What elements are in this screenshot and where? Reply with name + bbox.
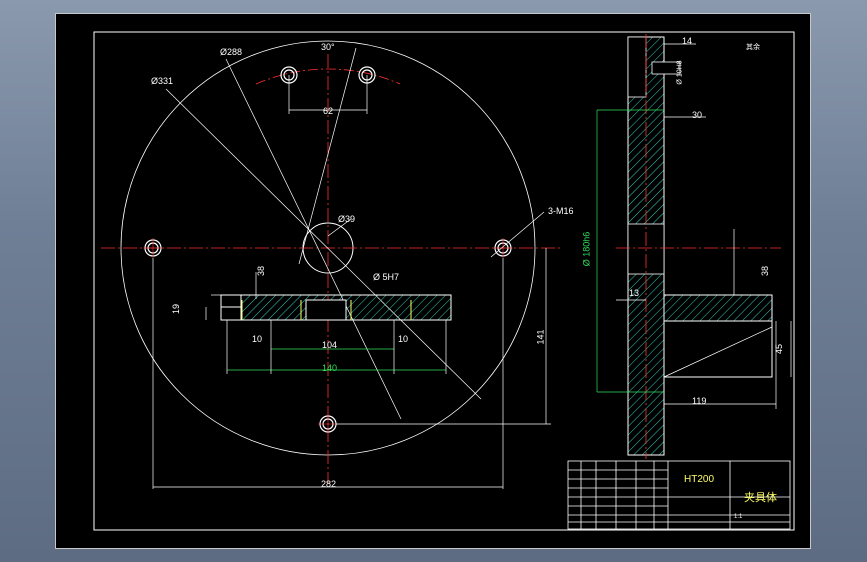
side-view [596, 34, 792, 459]
section-profile [220, 294, 452, 321]
dim-angle30: 30° [321, 42, 335, 52]
dim-10b: 10 [398, 334, 409, 344]
bolt-arc [255, 68, 401, 85]
dim-62: 62 [323, 106, 334, 116]
dim-10a: 10 [252, 334, 263, 344]
scale-label: 1:1 [734, 514, 743, 520]
side-dim-45: 45 [774, 343, 785, 355]
title-block [567, 460, 791, 530]
dim-282: 282 [321, 479, 337, 489]
dim-104: 104 [322, 340, 338, 350]
side-dim-14: 14 [682, 36, 693, 46]
dim-d39: Ø39 [338, 214, 356, 224]
drawing-sheet: Ø331 Ø288 30° 62 Ø39 3-M16 Ø 5H7 38 19 1… [55, 13, 811, 549]
dim-thread: 3-M16 [548, 206, 574, 216]
inner-frame [93, 31, 795, 531]
front-view [101, 40, 561, 489]
dim-d288: Ø288 [220, 47, 243, 57]
side-dim-bore: Ø 10H8 [676, 60, 684, 85]
side-dim-38: 38 [760, 265, 771, 277]
material-label: HT200 [684, 474, 715, 485]
dim-19: 19 [171, 303, 182, 315]
part-name-label: 夹具体 [744, 492, 777, 504]
side-dim-119: 119 [692, 396, 707, 406]
side-dim-30: 30 [692, 110, 703, 120]
cad-drawing [93, 31, 795, 531]
roughness-note: 其余 [746, 44, 760, 51]
dim-bore: Ø 5H7 [373, 272, 400, 282]
dim-141: 141 [535, 329, 546, 345]
side-dim-dia: Ø 180h6 [581, 231, 592, 267]
side-dim-13: 13 [629, 288, 640, 298]
dim-38: 38 [256, 265, 267, 277]
dim-140: 140 [322, 363, 338, 373]
side-boss [663, 320, 773, 378]
dim-d331: Ø331 [151, 76, 174, 86]
